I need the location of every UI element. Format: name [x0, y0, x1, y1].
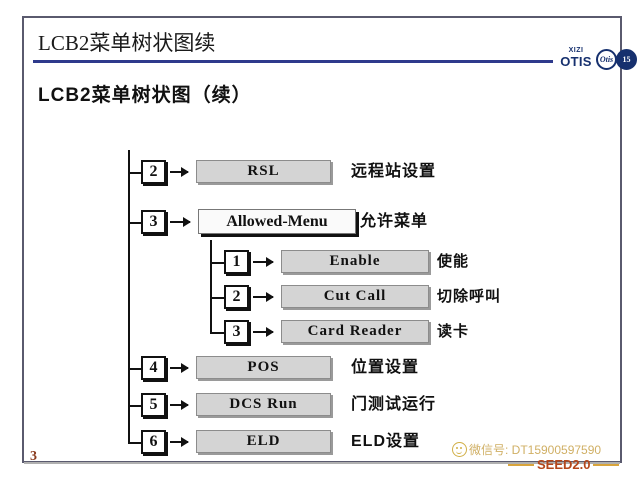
- tree-node-box-card-reader[interactable]: Card Reader: [281, 320, 429, 343]
- anniversary-seal-icon: 15: [616, 49, 637, 70]
- tree-branch-line: [128, 172, 142, 174]
- otis-label: OTIS: [560, 54, 592, 69]
- wechat-id-label: 微信号: DT15900597590: [469, 442, 602, 457]
- footer-divider: [24, 462, 620, 464]
- tree-node-index-enable[interactable]: 1: [224, 250, 249, 274]
- tree-node-box-enable[interactable]: Enable: [281, 250, 429, 273]
- tree-node-box-dcs-run[interactable]: DCS Run: [196, 393, 331, 416]
- tree-node-index-rsl[interactable]: 2: [141, 160, 166, 184]
- tree-node-annotation-dcs-run: 门测试运行: [351, 396, 437, 413]
- tree-arrow-pos: [170, 363, 189, 373]
- subtree-branch-line: [210, 262, 225, 264]
- slide-subtitle: LCB2菜单树状图（续）: [38, 85, 252, 106]
- wechat-watermark: 微信号: DT15900597590: [452, 442, 601, 457]
- slide-frame: [22, 16, 622, 463]
- tree-node-index-pos[interactable]: 4: [141, 356, 166, 380]
- seed-brand-label: SEED2.0: [537, 457, 591, 472]
- otis-seal-text: Otis: [599, 54, 614, 64]
- tree-node-annotation-card-reader: 读卡: [437, 323, 470, 340]
- page-number: 3: [30, 449, 37, 464]
- tree-node-index-dcs-run[interactable]: 5: [141, 393, 166, 417]
- tree-branch-line: [128, 222, 142, 224]
- tree-arrow-enable: [253, 257, 274, 267]
- tree-node-annotation-rsl: 远程站设置: [351, 163, 437, 180]
- subtree-branch-line: [210, 297, 225, 299]
- subtree-trunk-line: [210, 240, 212, 334]
- tree-node-index-allowed-menu[interactable]: 3: [141, 210, 166, 234]
- tree-arrow-dcs-run: [170, 400, 189, 410]
- seed-dash-left: [508, 463, 534, 466]
- tree-node-annotation-pos: 位置设置: [351, 359, 420, 376]
- subtree-branch-line: [210, 332, 225, 334]
- tree-node-box-eld[interactable]: ELD: [196, 430, 331, 453]
- tree-branch-line: [128, 442, 142, 444]
- tree-trunk-line: [128, 150, 130, 444]
- xizi-label: XIZI: [568, 47, 584, 54]
- tree-node-annotation-eld: ELD设置: [351, 433, 421, 450]
- seed-dash-right: [593, 463, 620, 466]
- tree-node-index-cut-call[interactable]: 2: [224, 285, 249, 309]
- tree-node-box-rsl[interactable]: RSL: [196, 160, 331, 183]
- otis-wordmark: XIZI OTIS: [556, 47, 596, 68]
- tree-branch-line: [128, 405, 142, 407]
- page-title: LCB2菜单树状图续: [38, 31, 216, 55]
- tree-branch-line: [128, 368, 142, 370]
- tree-node-annotation-cut-call: 切除呼叫: [437, 288, 502, 305]
- tree-node-index-eld[interactable]: 6: [141, 430, 166, 454]
- anniversary-seal-text: 15: [622, 54, 631, 64]
- tree-node-box-allowed-menu[interactable]: Allowed-Menu: [198, 209, 356, 234]
- tree-arrow-rsl: [170, 167, 189, 177]
- tree-node-box-pos[interactable]: POS: [196, 356, 331, 379]
- tree-arrow-eld: [170, 437, 189, 447]
- tree-arrow-allowed-menu: [170, 217, 191, 227]
- otis-logo: XIZI OTIS Otis 15: [556, 46, 637, 74]
- title-underline: [33, 60, 553, 63]
- tree-node-annotation-allowed-menu: 允许菜单: [360, 213, 429, 230]
- seed-brand-watermark: SEED2.0: [508, 457, 620, 472]
- tree-arrow-card-reader: [253, 327, 274, 337]
- tree-node-box-cut-call[interactable]: Cut Call: [281, 285, 429, 308]
- tree-arrow-cut-call: [253, 292, 274, 302]
- tree-node-index-card-reader[interactable]: 3: [224, 320, 249, 344]
- tree-node-annotation-enable: 使能: [437, 253, 470, 270]
- smiley-face-icon: [452, 442, 467, 457]
